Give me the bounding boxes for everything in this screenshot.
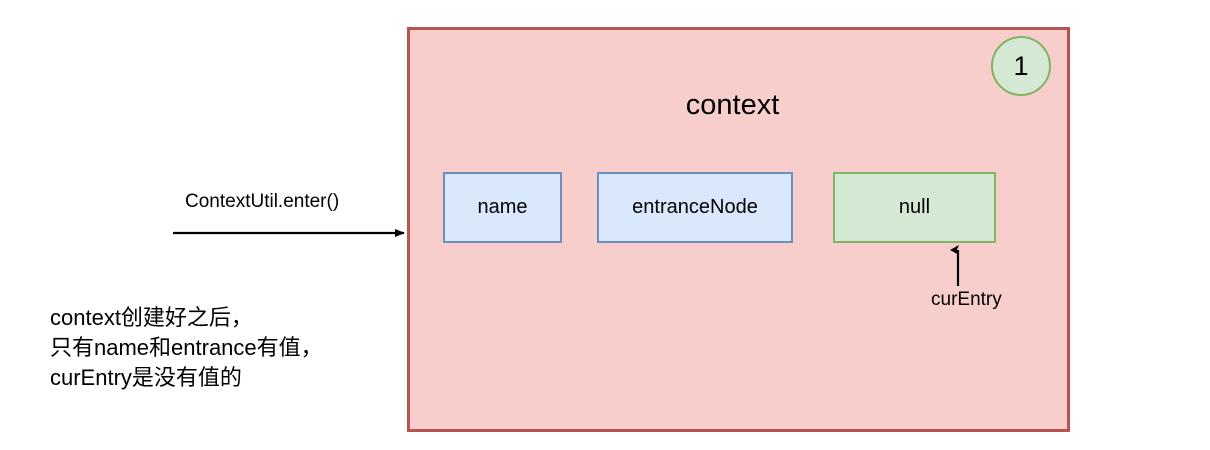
annotation-note: context创建好之后， 只有name和entrance有值， curEntr… xyxy=(50,303,323,393)
entry-arrow-label: ContextUtil.enter() xyxy=(185,191,340,212)
field-label-null: null xyxy=(898,196,931,218)
context-title: context xyxy=(685,89,780,121)
annotation-line-3: curEntry是没有值的 xyxy=(50,365,242,390)
field-box-name: name xyxy=(443,172,562,243)
step-badge: 1 xyxy=(991,36,1051,96)
field-label-name: name xyxy=(477,196,528,218)
annotation-line-2: 只有name和entrance有值， xyxy=(50,335,323,360)
cur-entry-label: curEntry xyxy=(931,289,1002,310)
field-box-entrance-node: entranceNode xyxy=(597,172,793,243)
step-badge-label: 1 xyxy=(1013,50,1029,81)
field-label-entrance-node: entranceNode xyxy=(632,196,758,218)
annotation-line-1: context创建好之后， xyxy=(50,305,253,330)
field-box-cur-entry: null xyxy=(833,172,996,243)
